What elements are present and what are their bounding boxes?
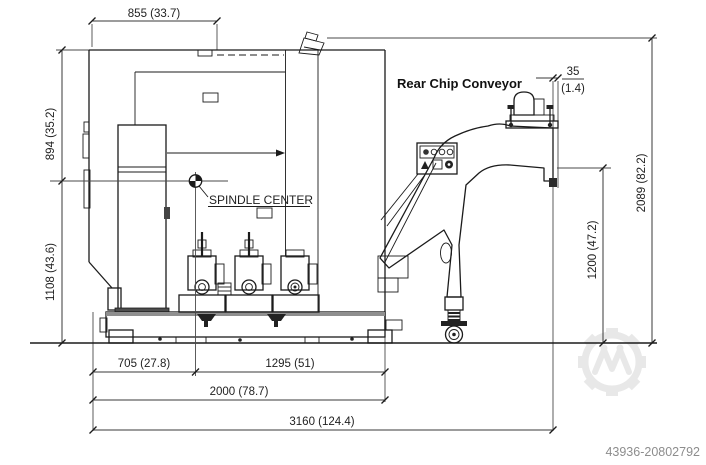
conveyor-tail-drive (377, 255, 409, 331)
conveyor-label: Rear Chip Conveyor (397, 76, 522, 91)
conveyor-body (379, 123, 554, 298)
vent-upper (202, 92, 219, 103)
door-handle-icon (83, 121, 90, 133)
spindle-center-label: SPINDLE CENTER (209, 193, 313, 207)
dim-label: 35 (567, 66, 580, 78)
watermark-id: 43936-20802792 (605, 445, 700, 459)
conveyor-motor (505, 91, 559, 129)
turret-unit (178, 232, 226, 313)
turret-unit (272, 249, 320, 313)
dim-label: 2000 (78.7) (210, 386, 269, 398)
signal-lamp-icon (298, 31, 325, 56)
caster-assembly (441, 296, 467, 344)
dim-label: 1200 (47.2) (587, 220, 599, 279)
panel-button (430, 148, 438, 156)
dimension-machine-width: 2000 (78.7) (89, 386, 389, 404)
machine-base (99, 311, 393, 344)
spindle-center-group: SPINDLE CENTER (50, 172, 313, 376)
dimension-discharge-height: 1200 (47.2) (587, 164, 607, 347)
dimension-overall-height: 2089 (82.2) (636, 34, 656, 347)
dim-label: 894 (35.2) (45, 108, 57, 161)
chip-conveyor (379, 91, 559, 344)
door-handle-icon (82, 133, 90, 159)
dimension-overhang: 35 (1.4) (536, 66, 585, 95)
travel-arrow (167, 149, 285, 157)
dimension-front-rear: 705 (27.8) 1295 (51) (89, 358, 389, 376)
spindle-column (114, 124, 170, 315)
panel-button (438, 148, 446, 156)
turret-units (178, 232, 320, 313)
dim-label: 1295 (51) (265, 358, 314, 370)
lift-pocket (197, 314, 216, 327)
dim-label: 2089 (82.2) (636, 153, 648, 212)
control-panel (380, 142, 458, 227)
dimension-left-heights: 894 (35.2) 1108 (43.6) (45, 46, 66, 347)
dim-label: 705 (27.8) (118, 358, 171, 370)
dim-label: (1.4) (561, 83, 585, 95)
dimension-overall-width: 3160 (124.4) (89, 416, 557, 434)
panel-button (446, 148, 454, 156)
dim-label: 855 (33.7) (128, 8, 181, 20)
panel-symbol (432, 159, 443, 170)
dim-label: 1108 (43.6) (45, 243, 57, 301)
leg-slot (440, 242, 452, 264)
turret-unit (225, 232, 273, 313)
warning-triangle-icon (421, 161, 429, 169)
dimension-top-width: 855 (33.7) (88, 8, 221, 25)
lift-pocket (267, 314, 286, 327)
dim-label: 3160 (124.4) (289, 416, 354, 428)
vent-lower (256, 207, 273, 219)
panel-button (423, 149, 429, 155)
gear-watermark-icon (578, 328, 646, 396)
door-handle-icon (83, 169, 91, 209)
spindle-center-marker (188, 174, 203, 188)
discharge-lip (549, 178, 557, 187)
